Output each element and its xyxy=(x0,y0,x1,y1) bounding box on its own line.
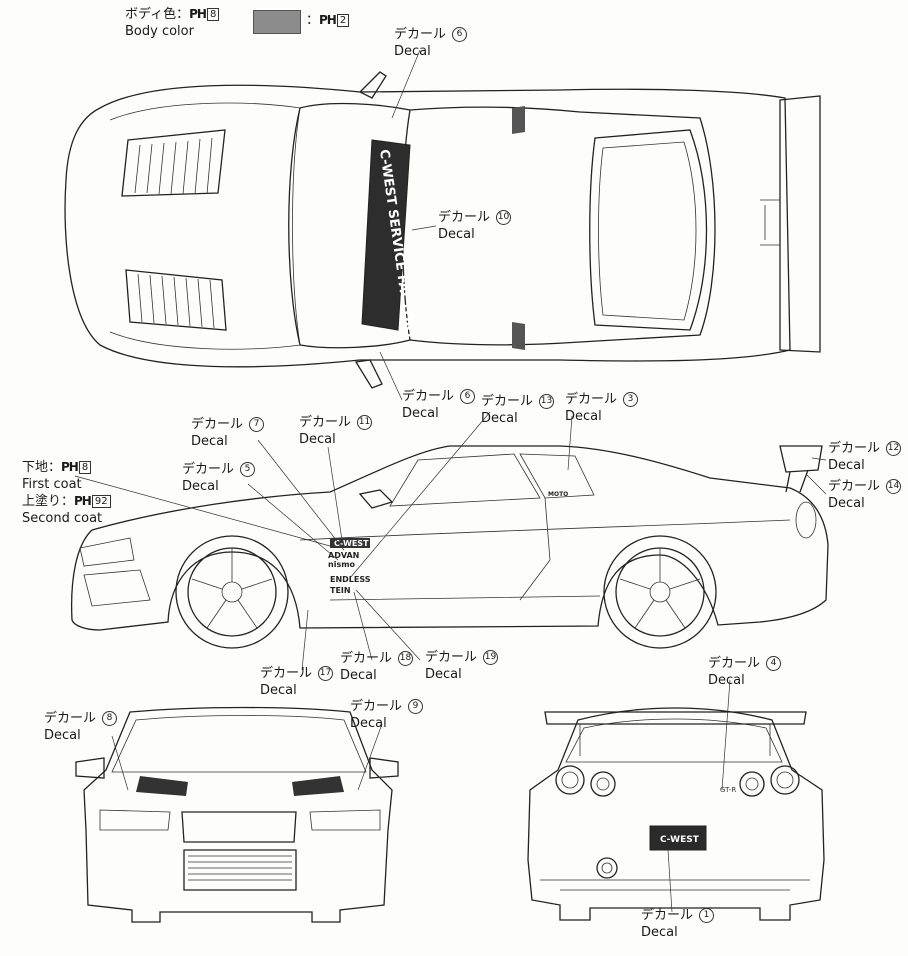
moto-text: MOTO xyxy=(548,491,568,498)
paint-swatch xyxy=(253,10,301,34)
endless-text: ENDLESS xyxy=(330,575,371,584)
cwest-door-text: C-WEST xyxy=(334,539,369,548)
first-coat-en: First coat xyxy=(22,477,82,492)
body-color-en: Body color xyxy=(125,24,194,39)
nismo-text: nismo xyxy=(328,560,356,569)
second-coat-en: Second coat xyxy=(22,511,103,526)
front-view xyxy=(75,706,399,923)
tein-text: TEIN xyxy=(330,586,351,595)
cwest-rear-text: C-WEST xyxy=(660,835,700,845)
top-view: C-WEST SERVICE FACTORY xyxy=(64,71,821,389)
leader-lines xyxy=(74,49,827,913)
rear-view: C-WEST GT-R xyxy=(527,707,825,921)
side-view: C-WEST ADVAN nismo ENDLESS TEIN MOTO xyxy=(70,445,829,649)
advan-text: ADVAN xyxy=(328,551,359,560)
gtr-badge-text: GT-R xyxy=(720,786,736,794)
